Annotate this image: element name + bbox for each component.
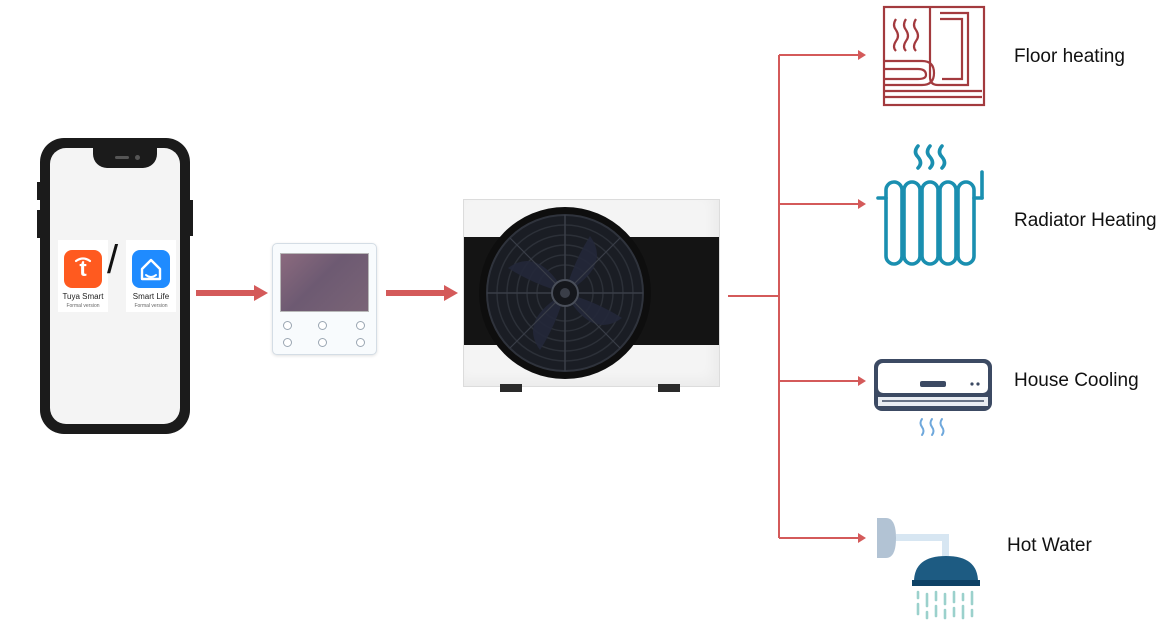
output-label-radiator-heating: Radiator Heating: [1014, 210, 1157, 231]
app-subtitle-smart-life: Formal version: [134, 303, 168, 309]
phone-camera: [135, 155, 140, 160]
phone-speaker: [115, 156, 129, 159]
controller-power-button[interactable]: [356, 338, 365, 347]
controller-up-button[interactable]: [318, 321, 327, 330]
controller-menu-button[interactable]: [356, 321, 365, 330]
floor-heating-icon: [882, 5, 986, 107]
svg-text:t: t: [79, 256, 87, 281]
controller-clock-button[interactable]: [283, 338, 292, 347]
app-name-tuya-smart: Tuya Smart: [62, 292, 104, 301]
arrow-phone-to-controller: [196, 285, 268, 301]
controller-down-button[interactable]: [318, 338, 327, 347]
app-card-tuya-smart[interactable]: t Tuya Smart Formal version: [58, 240, 108, 312]
shower-icon: [877, 518, 980, 620]
phone-screen: t Tuya Smart Formal version / Smart Life…: [50, 148, 180, 424]
app-subtitle-tuya-smart: Formal version: [66, 303, 100, 309]
radiator-icon: [876, 144, 984, 266]
smartphone: t Tuya Smart Formal version / Smart Life…: [37, 138, 193, 434]
phone-side-button: [37, 182, 40, 200]
tuya-smart-app-icon: t: [64, 250, 102, 288]
output-label-house-cooling: House Cooling: [1014, 370, 1139, 391]
heat-pump-unit: [463, 199, 720, 387]
app-separator: /: [107, 238, 119, 282]
arrow-controller-to-heat-pump: [386, 285, 458, 301]
phone-side-button: [37, 210, 40, 238]
output-label-hot-water: Hot Water: [1007, 535, 1092, 556]
heat-pump-foot-right: [658, 384, 680, 392]
controller-display: [280, 253, 369, 312]
controller-mode-button[interactable]: [283, 321, 292, 330]
wired-controller: [272, 243, 377, 355]
phone-notch: [93, 148, 157, 168]
smart-life-app-icon: [132, 250, 170, 288]
fan-grille-icon: [479, 207, 651, 379]
distribution-connector: [728, 50, 866, 543]
phone-side-button: [190, 200, 193, 236]
heat-pump-foot-left: [500, 384, 522, 392]
output-label-floor-heating: Floor heating: [1014, 46, 1125, 67]
app-name-smart-life: Smart Life: [132, 292, 170, 301]
air-conditioner-icon: [874, 359, 992, 436]
app-card-smart-life[interactable]: Smart Life Formal version: [126, 240, 176, 312]
